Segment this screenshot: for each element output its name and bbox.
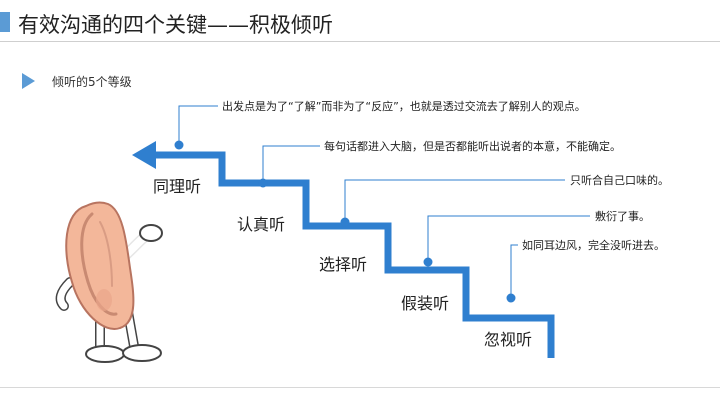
level-note-pretending: 敷衍了事。 [595,210,650,223]
triangle-bullet-icon [22,73,35,89]
ear-mascot-icon [55,201,163,363]
level-label-ignoring: 忽视听 [484,330,533,349]
callout-connectors [178,105,590,298]
staircase-line [152,151,555,358]
bottom-divider [0,387,720,388]
level-note-selective: 只听合自己口味的。 [570,174,669,187]
staircase-arrow-head [132,141,156,169]
level-label-pretending: 假装听 [401,294,450,313]
title-accent-bar [0,12,10,32]
callout-dots [174,140,516,303]
level-label-attentive: 认真听 [237,215,286,234]
title-divider [0,41,720,42]
level-note-attentive: 每句话都进入大脑，但是否都能听出说者的本意，不能确定。 [324,140,621,153]
level-label-empathic: 同理听 [153,177,202,196]
page-title: 有效沟通的四个关键——积极倾听 [18,13,333,37]
level-note-empathic: 出发点是为了“了解”而非为了“反应”，也就是透过交流去了解别人的观点。 [222,100,586,113]
level-label-selective: 选择听 [319,255,368,274]
level-note-ignoring: 如同耳边风，完全没听进去。 [522,239,665,252]
section-subtitle: 倾听的5个等级 [52,75,132,89]
